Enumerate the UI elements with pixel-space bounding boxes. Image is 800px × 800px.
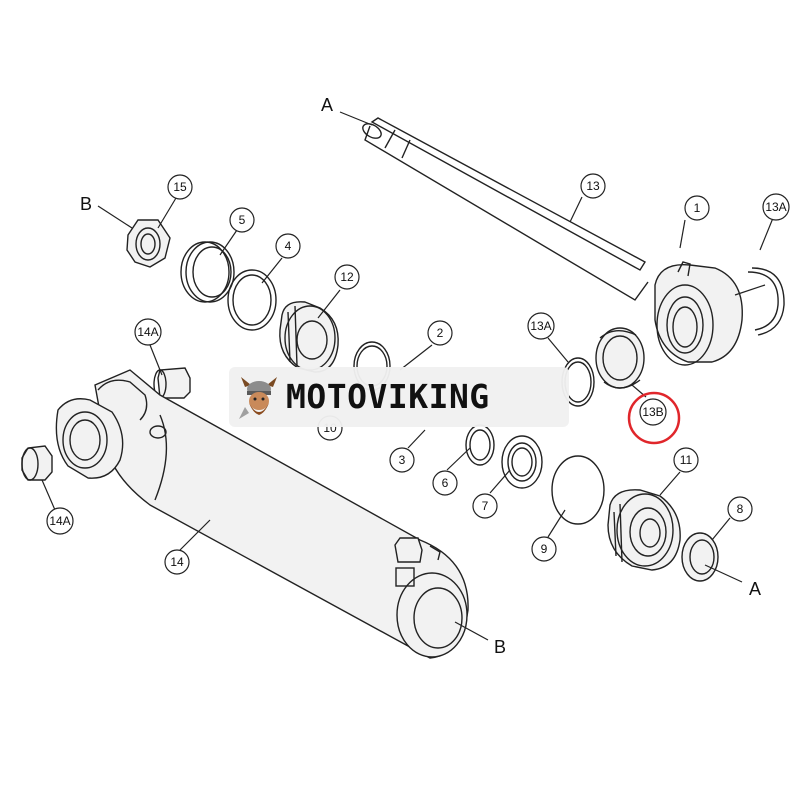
leader-lines <box>41 111 774 641</box>
letter-a-top: A <box>321 95 333 115</box>
snap-ring-13a-right <box>747 267 785 336</box>
callout-13b: 13B <box>639 398 667 426</box>
callout-3: 3 <box>389 447 415 473</box>
cylinder-tube-part <box>55 369 469 659</box>
letter-b-bottom: B <box>494 637 506 657</box>
callout-2-label: 2 <box>437 326 444 340</box>
callout-1-label: 1 <box>694 201 701 215</box>
callout-11-label: 11 <box>680 453 693 467</box>
callout-6: 6 <box>432 470 458 496</box>
wear-ring-5-part <box>180 241 235 303</box>
callout-15-label: 15 <box>173 180 187 194</box>
bushing-14a-top-part <box>153 367 191 399</box>
callout-8-label: 8 <box>737 502 744 516</box>
callout-14-label: 14 <box>170 555 184 569</box>
callout-14a-top: 14A <box>134 318 162 346</box>
callout-6-label: 6 <box>442 476 449 490</box>
nut-part <box>126 219 171 268</box>
watermark-text: MOTOVIKING <box>286 377 490 416</box>
callout-14: 14 <box>164 549 190 575</box>
callout-13a-right-label: 13A <box>765 200 786 214</box>
callout-13a-right: 13A <box>762 193 790 221</box>
callout-7-label: 7 <box>482 499 489 513</box>
callout-7: 7 <box>472 493 498 519</box>
seal-6-part <box>465 424 495 466</box>
callout-13a-mid-label: 13A <box>530 319 551 333</box>
viking-icon <box>239 377 277 419</box>
callout-5: 5 <box>229 207 255 233</box>
callout-1: 1 <box>684 195 710 221</box>
callout-13: 13 <box>580 173 606 199</box>
callout-13-label: 13 <box>586 179 600 193</box>
callout-4-label: 4 <box>285 239 292 253</box>
callout-12-label: 12 <box>340 270 354 284</box>
callout-15: 15 <box>167 174 193 200</box>
wiper-8-part <box>681 532 719 582</box>
callout-9: 9 <box>531 536 557 562</box>
piston-12-part <box>279 301 339 373</box>
o-ring-9-part <box>551 455 605 525</box>
highlight-13b-circle <box>627 391 681 445</box>
rod-part <box>362 117 649 301</box>
callout-5-label: 5 <box>239 213 246 227</box>
callout-3-label: 3 <box>399 453 406 467</box>
head-11-part <box>607 489 681 571</box>
bushing-14a-bottom-part <box>21 445 53 481</box>
letter-a-right: A <box>749 579 761 599</box>
callout-12: 12 <box>334 264 360 290</box>
callout-8: 8 <box>727 496 753 522</box>
bearing-13b-part <box>595 327 645 389</box>
seal-4-part <box>227 269 277 331</box>
callout-14a-top-label: 14A <box>137 325 158 339</box>
callout-14a-bottom: 14A <box>46 507 74 535</box>
callout-2: 2 <box>427 320 453 346</box>
watermark-banner: MOTOVIKING <box>229 367 569 427</box>
letter-b-left: B <box>80 194 92 214</box>
callout-13b-label: 13B <box>642 405 663 419</box>
callout-14a-bottom-label: 14A <box>49 514 70 528</box>
rod-eye-part <box>654 261 743 366</box>
callout-9-label: 9 <box>541 542 548 556</box>
callout-11: 11 <box>673 447 699 473</box>
callout-4: 4 <box>275 233 301 259</box>
seal-7-part <box>501 435 543 489</box>
callout-13a-mid: 13A <box>527 312 555 340</box>
